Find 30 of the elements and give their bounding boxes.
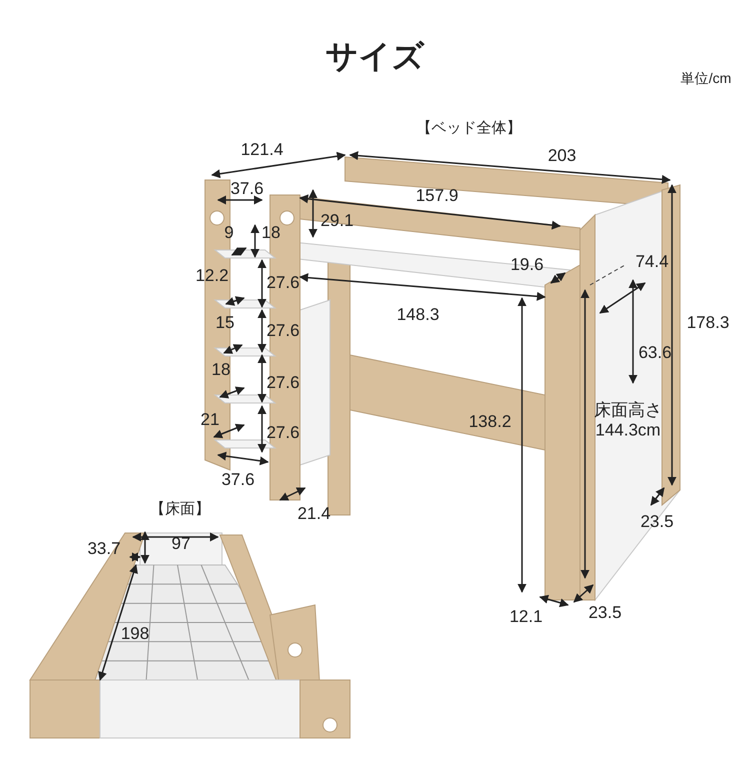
title: サイズ bbox=[326, 37, 424, 76]
section-heading: 【ベッド全体】 bbox=[416, 119, 522, 137]
dimension-label: 97 bbox=[172, 534, 190, 554]
dimension-label: 27.6 bbox=[266, 321, 300, 341]
dimension-label: 18 bbox=[212, 360, 230, 380]
dimension-label: 23.5 bbox=[588, 603, 622, 623]
unit-note: 単位/cm bbox=[680, 70, 732, 86]
dimension-label: 203 bbox=[548, 146, 576, 166]
dimension-label: 19.6 bbox=[510, 255, 544, 275]
dimension-label: 138.2 bbox=[468, 412, 512, 432]
dimension-label: 27.6 bbox=[266, 373, 300, 393]
dimension-label: 157.9 bbox=[416, 186, 458, 206]
dimension-label: 37.6 bbox=[230, 179, 264, 199]
dimension-label: 23.5 bbox=[640, 512, 674, 532]
dimension-label: 178.3 bbox=[686, 313, 730, 333]
dimension-label: 9 bbox=[224, 223, 234, 243]
dimension-label: 12.2 bbox=[195, 266, 229, 286]
dimension-label: 12.1 bbox=[509, 607, 543, 627]
dimension-label: 37.6 bbox=[221, 470, 255, 490]
dimension-label: 29.1 bbox=[320, 211, 354, 231]
dimension-label: 21 bbox=[200, 410, 220, 430]
section-heading: 【床面】 bbox=[150, 500, 210, 518]
dimension-label: 27.6 bbox=[266, 273, 300, 293]
dimension-label: 18 bbox=[262, 223, 280, 243]
dimension-label: 27.6 bbox=[266, 423, 300, 443]
dimension-label: 15 bbox=[216, 313, 234, 333]
dimension-label: 148.3 bbox=[396, 305, 440, 325]
dimension-label: 198 bbox=[120, 624, 150, 644]
dimension-label: 121.4 bbox=[240, 140, 284, 160]
dimension-label: 21.4 bbox=[297, 504, 331, 524]
